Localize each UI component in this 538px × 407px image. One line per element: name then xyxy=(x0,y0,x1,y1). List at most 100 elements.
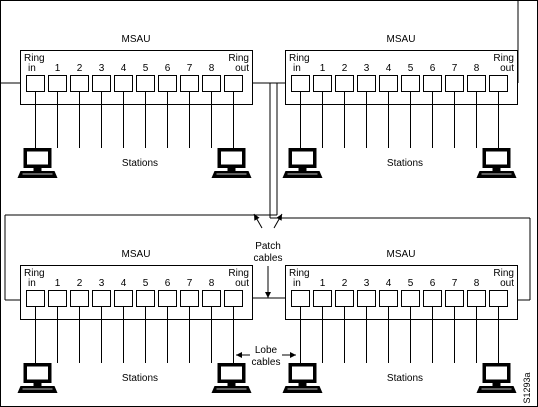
msau-label: MSAU xyxy=(387,249,416,260)
station-port-8 xyxy=(467,290,486,307)
station-port-4 xyxy=(379,75,398,92)
ring-in-port xyxy=(291,290,310,307)
port-number-4: 4 xyxy=(121,278,127,289)
monitor-stand xyxy=(298,383,307,386)
station-port-4 xyxy=(379,290,398,307)
station-port-8 xyxy=(202,290,221,307)
keyboard xyxy=(211,386,252,393)
station-computer-left xyxy=(17,148,58,178)
station-port-8 xyxy=(202,75,221,92)
lobe-cables-label-line2: cables xyxy=(252,357,281,368)
port-number-2: 2 xyxy=(77,278,83,289)
ring-out-label-2: out xyxy=(500,278,514,289)
port-number-2: 2 xyxy=(77,63,83,74)
ring-in-port xyxy=(26,75,45,92)
monitor-stand xyxy=(492,168,501,171)
port-number-6: 6 xyxy=(430,278,436,289)
station-port-5 xyxy=(136,75,155,92)
port-number-2: 2 xyxy=(342,278,348,289)
patch-cables-label-line2: cables xyxy=(254,253,283,264)
port-number-3: 3 xyxy=(364,63,370,74)
port-number-6: 6 xyxy=(165,63,171,74)
ring-in-label-2: in xyxy=(28,278,36,289)
ring-in-label-2: in xyxy=(28,63,36,74)
station-computer-left xyxy=(17,363,58,393)
port-number-8: 8 xyxy=(209,63,215,74)
keyboard xyxy=(282,386,323,393)
port-number-4: 4 xyxy=(121,63,127,74)
ring-out-label: Ring xyxy=(493,268,514,279)
stations-label: Stations xyxy=(387,158,423,169)
keyboard xyxy=(17,386,58,393)
ring-in-label: Ring xyxy=(289,53,310,64)
port-number-7: 7 xyxy=(452,278,458,289)
ring-out-label-2: out xyxy=(235,278,249,289)
port-number-8: 8 xyxy=(209,278,215,289)
ring-in-label: Ring xyxy=(289,268,310,279)
station-port-3 xyxy=(92,290,111,307)
ring-out-label-2: out xyxy=(235,63,249,74)
station-port-7 xyxy=(445,75,464,92)
station-port-8 xyxy=(467,75,486,92)
keyboard xyxy=(282,171,323,178)
ring-out-port xyxy=(224,75,243,92)
port-number-6: 6 xyxy=(430,63,436,74)
monitor-stand xyxy=(33,168,42,171)
port-number-3: 3 xyxy=(99,278,105,289)
port-number-3: 3 xyxy=(364,278,370,289)
ring-in-port xyxy=(291,75,310,92)
figure-id: S1293a xyxy=(522,372,532,403)
port-number-5: 5 xyxy=(143,63,149,74)
port-number-1: 1 xyxy=(55,63,61,74)
station-port-2 xyxy=(335,290,354,307)
arrowhead xyxy=(236,352,242,358)
station-port-5 xyxy=(401,290,420,307)
station-computer-right xyxy=(476,148,517,178)
station-port-2 xyxy=(335,75,354,92)
stations-label: Stations xyxy=(122,158,158,169)
monitor-screen xyxy=(220,150,243,166)
station-port-4 xyxy=(114,75,133,92)
port-number-5: 5 xyxy=(143,278,149,289)
monitor-screen xyxy=(26,150,49,166)
monitor-stand xyxy=(33,383,42,386)
station-port-6 xyxy=(158,290,177,307)
monitor-stand xyxy=(227,383,236,386)
station-computer-left xyxy=(282,363,323,393)
ring-out-label: Ring xyxy=(228,268,249,279)
port-number-2: 2 xyxy=(342,63,348,74)
arrowhead xyxy=(265,292,271,298)
station-port-7 xyxy=(180,290,199,307)
station-port-6 xyxy=(423,75,442,92)
ring-in-label: Ring xyxy=(24,268,45,279)
station-port-2 xyxy=(70,290,89,307)
port-number-7: 7 xyxy=(187,63,193,74)
monitor-screen xyxy=(485,365,508,381)
station-computer-right xyxy=(476,363,517,393)
station-port-1 xyxy=(48,75,67,92)
port-number-8: 8 xyxy=(474,63,480,74)
station-computer-right xyxy=(211,363,252,393)
keyboard xyxy=(476,171,517,178)
monitor-stand xyxy=(227,168,236,171)
ring-in-port xyxy=(26,290,45,307)
station-port-1 xyxy=(48,290,67,307)
keyboard xyxy=(476,386,517,393)
ring-in-label-2: in xyxy=(293,278,301,289)
ring-cables xyxy=(0,0,531,358)
station-computer-left xyxy=(282,148,323,178)
patch-cables-label-line1: Patch xyxy=(255,241,281,252)
stations-label: Stations xyxy=(122,373,158,384)
monitor-screen xyxy=(291,365,314,381)
keyboard xyxy=(17,171,58,178)
keyboard xyxy=(211,171,252,178)
port-number-8: 8 xyxy=(474,278,480,289)
station-port-7 xyxy=(445,290,464,307)
arrowhead xyxy=(290,352,296,358)
ring-out-port xyxy=(489,290,508,307)
